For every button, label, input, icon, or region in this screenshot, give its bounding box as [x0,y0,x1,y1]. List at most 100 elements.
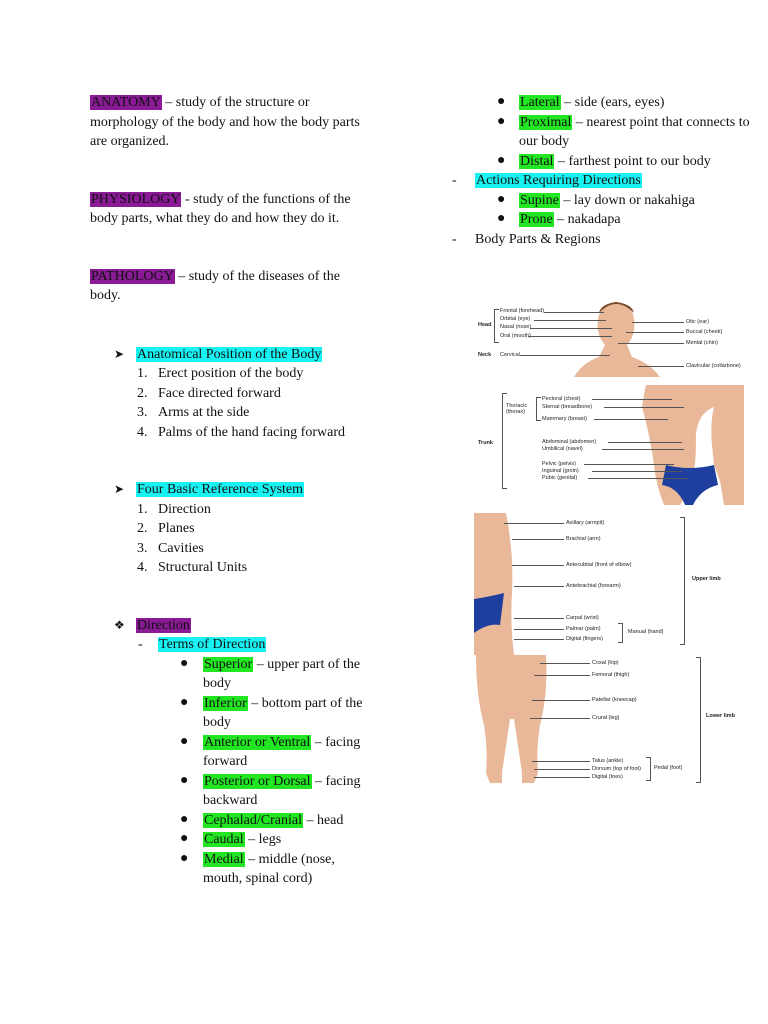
upper-limb-group-label: Upper limb [692,576,721,582]
lower-limb-illustration [476,655,547,783]
direction-terms-continued: ●Lateral – side (ears, eyes) ●Proximal –… [455,93,755,171]
upper-limb-illustration [474,513,514,655]
axillary-label: Axillary (armpit) [566,520,605,526]
femoral-label: Femoral (thigh) [592,672,630,678]
orbital-label: Orbital (eye) [500,316,531,322]
list-item: 1.Erect position of the body [137,366,304,381]
list-item: ●Superior – upper part of the body [180,655,361,692]
mammary-label: Mammary (breast) [542,416,587,422]
terms-of-direction-heading: -Terms of Direction [138,637,267,652]
definition-anatomy: ANATOMY – study of the structure or morp… [90,95,360,149]
trunk-panel: Trunk Thoracic (thorax) Pectoral (chest)… [474,385,744,505]
inguinal-label: Inguinal (groin) [542,468,579,474]
term-pathology: PATHOLOGY [90,268,175,284]
frontal-label: Frontal (forehead) [500,308,545,314]
dot-bullet-icon: ● [180,733,189,749]
head-neck-panel: Head Neck Frontal (forehead) Orbital (ey… [474,295,744,377]
reference-system-list: 1.Direction 2.Planes 3.Cavities 4.Struct… [90,500,365,578]
list-item: 4.Palms of the hand facing forward [137,424,345,440]
dot-bullet-icon: ● [180,655,189,671]
dot-bullet-icon: ● [497,152,506,168]
list-item: ●Prone – nakadapa [497,211,621,227]
lower-limb-panel: Coxal (hip) Femoral (thigh) Patellar (kn… [474,655,744,790]
direction-heading: ❖Direction [90,616,365,636]
dot-bullet-icon: ● [497,113,506,129]
list-item: ●Distal – farthest point to our body [497,152,711,169]
pelvic-label: Pelvic (pelvis) [542,461,576,467]
list-item: ●Medial – middle (nose, mouth, spinal co… [180,850,335,887]
clavicular-label: Clavicular (collarbone) [686,363,741,369]
mental-label: Mental (chin) [686,340,718,346]
buccal-label: Buccal (cheek) [686,329,723,335]
talus-label: Talus (ankle) [592,758,624,764]
term-physiology: PHYSIOLOGY [90,191,182,207]
abdominal-label: Abdominal (abdomen) [542,439,597,445]
dot-bullet-icon: ● [180,811,189,827]
dorsum-label: Dorsum (top of foot) [592,766,641,772]
definition-pathology: PATHOLOGY – study of the diseases of the… [90,268,340,303]
dot-bullet-icon: ● [180,694,189,710]
list-item: 2.Face directed forward [137,385,281,401]
list-item: ●Cephalad/Cranial – head [180,811,344,828]
list-item: ●Inferior – bottom part of the body [180,694,363,731]
carpal-label: Carpal (wrist) [566,615,599,621]
right-column: ●Lateral – side (ears, eyes) ●Proximal –… [452,93,755,249]
head-group-label: Head [478,322,492,328]
dot-bullet-icon: ● [497,211,506,226]
list-item: 4.Structural Units [137,560,248,575]
list-item: 3.Arms at the side [137,405,250,420]
neck-group-label: Neck [478,352,492,358]
term-anatomy: ANATOMY [90,95,162,110]
nasal-label: Nasal (nose) [500,324,532,330]
body-regions-figure: Head Neck Frontal (forehead) Orbital (ey… [474,295,744,790]
dot-bullet-icon: ● [497,94,506,109]
brachial-label: Brachial (arm) [566,536,601,542]
list-item: ●Supine – lay down or nakahiga [497,191,695,208]
arrow-bullet-icon: ➤ [114,482,125,496]
umbilical-label: Umbilical (navel) [542,446,583,452]
list-item: 1.Direction [137,501,211,517]
head-illustration [574,302,660,377]
patellar-label: Patellar (kneecap) [592,697,637,703]
dot-bullet-icon: ● [180,831,189,846]
diamond-bullet-icon: ❖ [114,617,125,632]
pectoral-label: Pectoral (chest) [542,396,581,402]
digital-fingers-label: Digital (fingers) [566,636,603,642]
list-item: 3.Cavities [137,540,204,556]
cervical-label: Cervical [500,352,520,358]
oral-label: Oral (mouth) [500,333,531,339]
sternal-label: Sternal (breastbone) [542,404,593,410]
anatomical-position-list: 1.Erect position of the body 2.Face dire… [90,364,365,442]
list-item: ●Anterior or Ventral – facing forward [180,733,361,770]
coxal-label: Coxal (hip) [592,660,619,666]
dot-bullet-icon: ● [180,850,189,866]
definition-physiology: PHYSIOLOGY - study of the functions of t… [90,191,351,226]
dot-bullet-icon: ● [180,772,189,788]
digital-toes-label: Digital (toes) [592,774,623,780]
antebrachial-label: Antebrachial (forearm) [566,583,621,589]
lower-limb-group-label: Lower limb [706,713,736,719]
thoracic-label: Thoracic (thorax) [506,403,528,415]
list-item: ●Proximal – nearest point that connects … [497,113,750,150]
reference-system-heading: ➤Four Basic Reference System [90,480,365,500]
anatomical-position-heading: ➤Anatomical Position of the Body [90,345,365,365]
direction-terms-list: ●Superior – upper part of the body ●Infe… [90,655,365,889]
arrow-bullet-icon: ➤ [114,346,125,361]
antecubital-label: Antecubital (front of elbow) [566,562,632,568]
dot-bullet-icon: ● [497,191,506,207]
trunk-group-label: Trunk [478,440,493,446]
list-item: 2.Planes [137,521,195,536]
pubic-label: Pubic (genital) [542,475,578,481]
body-regions-heading: -Body Parts & Regions [452,231,601,247]
trunk-illustration [642,385,744,505]
manual-label: Manual (hand) [628,629,664,635]
palmar-label: Palmar (palm) [566,626,601,632]
crural-label: Crural (leg) [592,715,620,721]
otic-label: Otic (ear) [686,319,709,325]
left-column: ANATOMY – study of the structure or morp… [90,93,365,889]
list-item: ●Posterior or Dorsal – facing backward [180,772,361,809]
actions-list: ●Supine – lay down or nakahiga ●Prone – … [455,191,755,230]
actions-heading: -Actions Requiring Directions [452,173,642,188]
list-item: ●Caudal – legs [180,831,282,847]
pedal-label: Pedal (foot) [654,765,683,771]
